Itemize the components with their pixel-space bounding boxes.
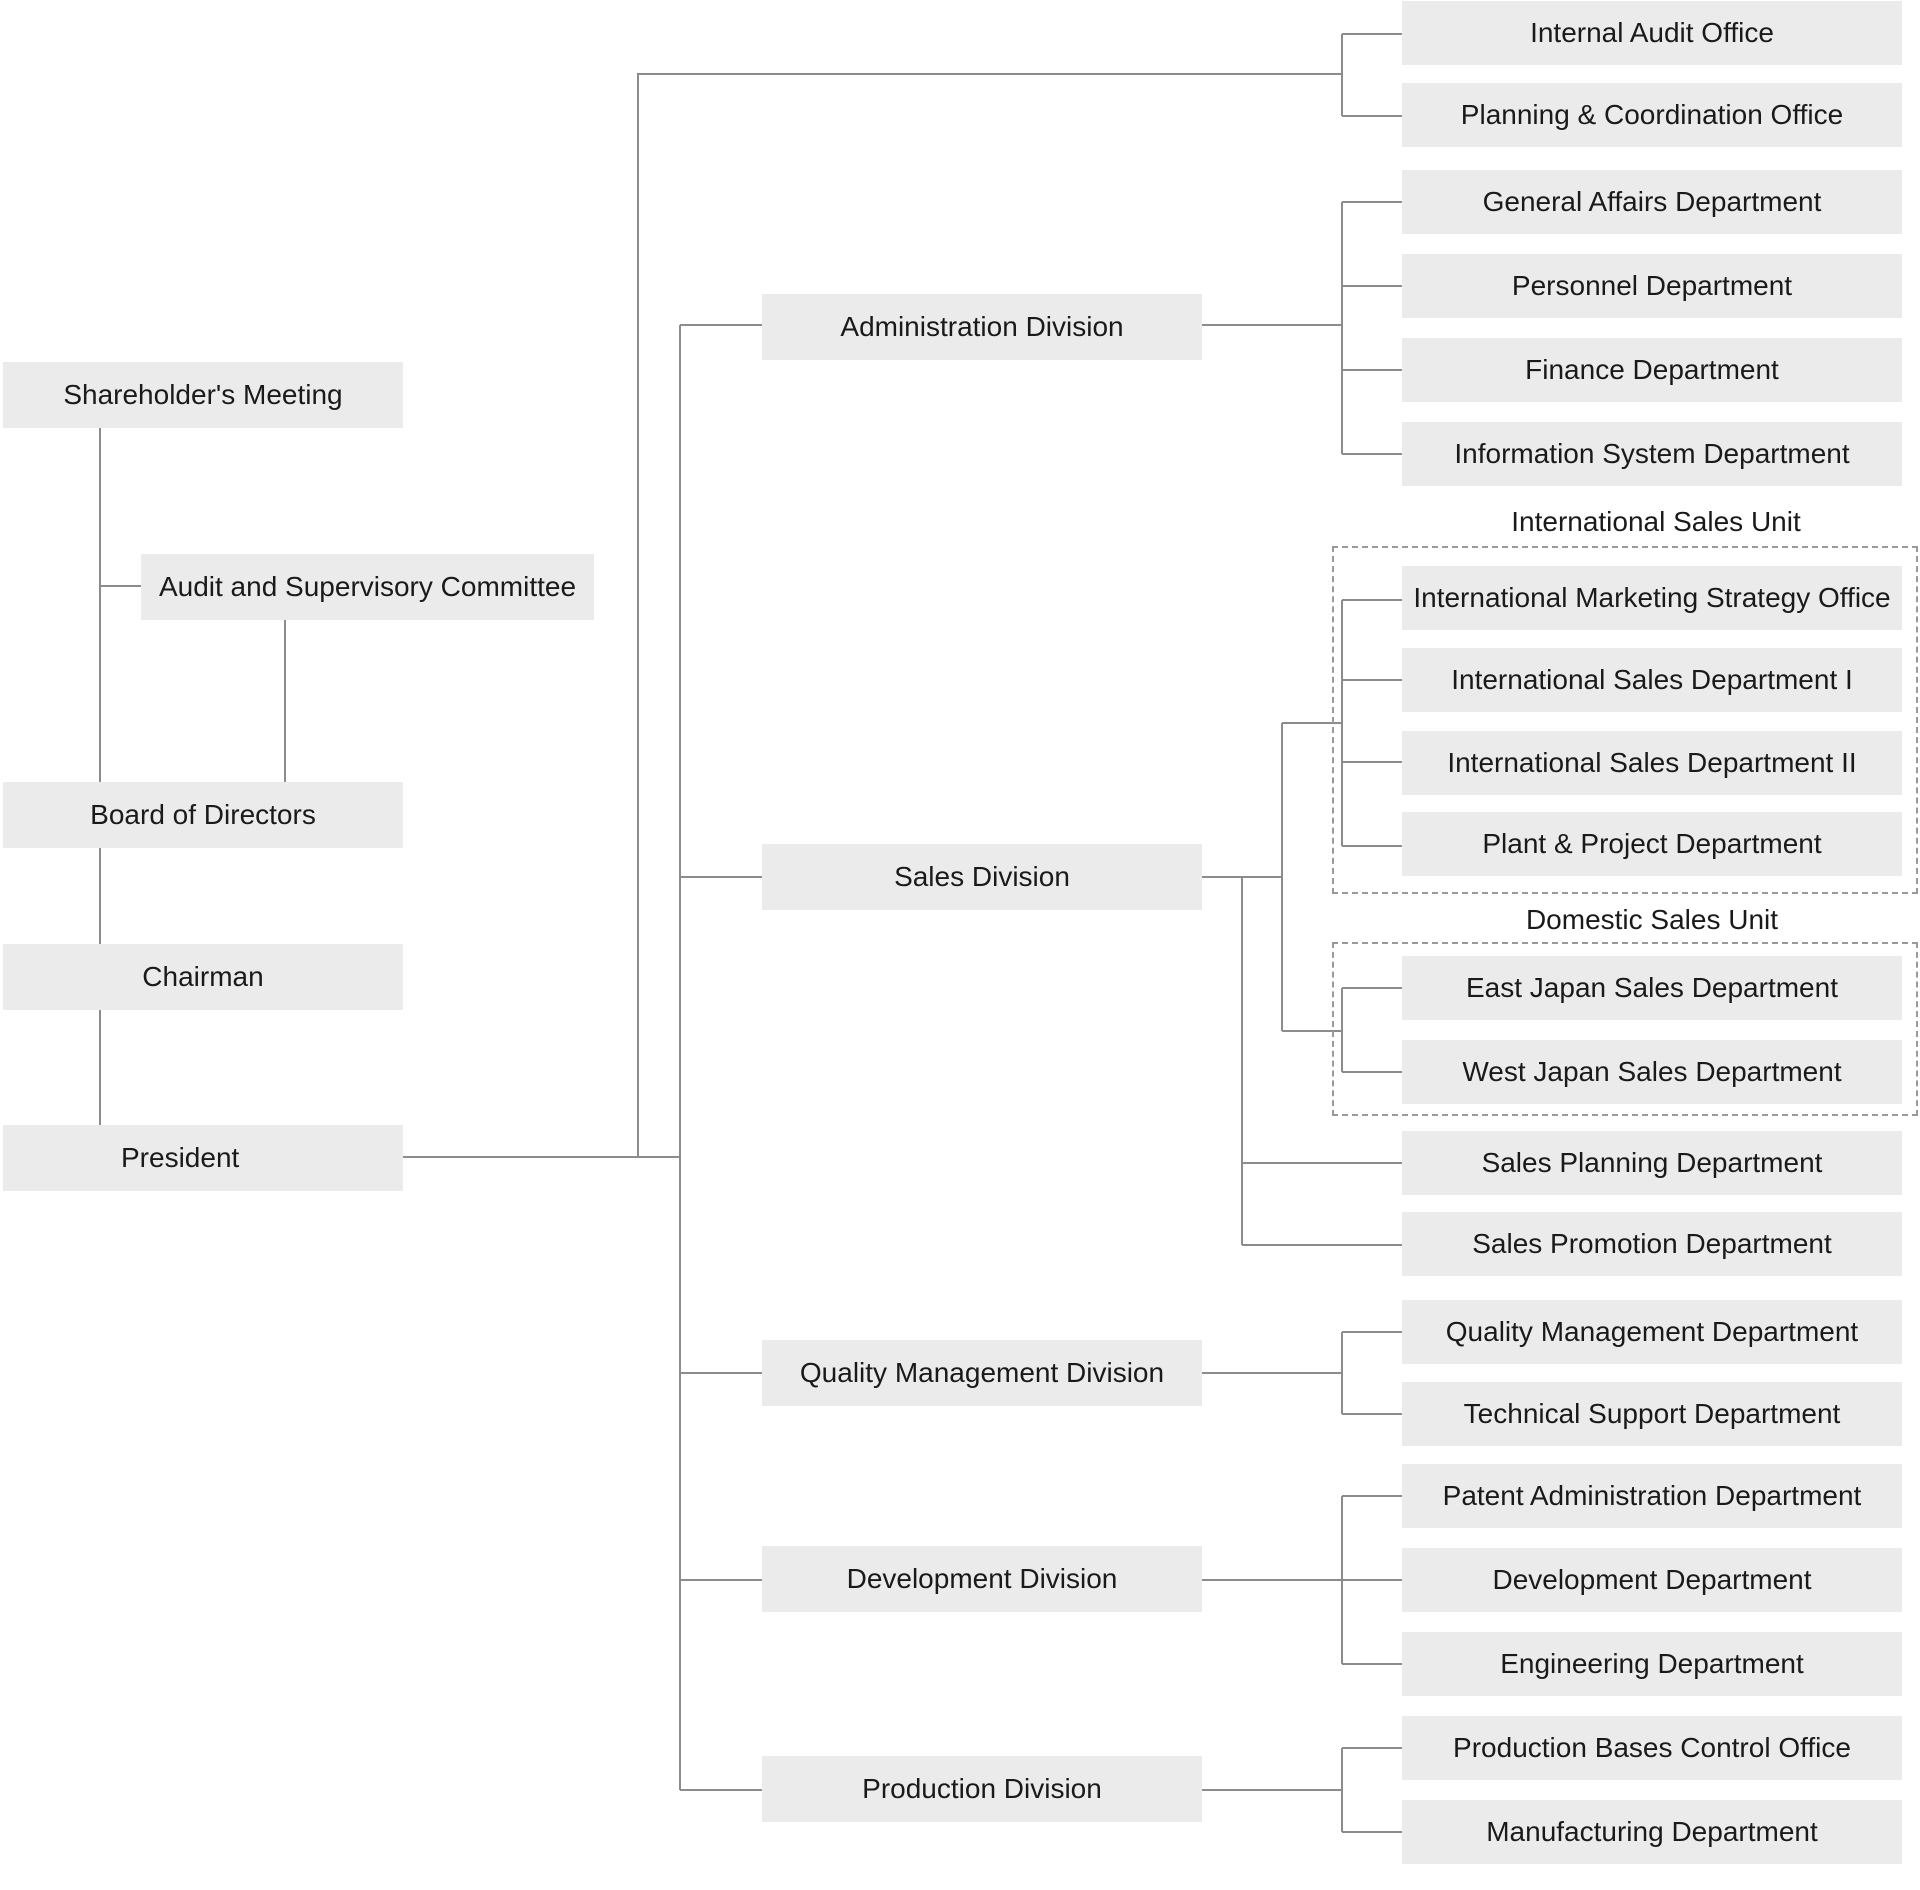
- board-of-directors-box: Board of Directors: [3, 782, 403, 848]
- sales-promotion-department-box: Sales Promotion Department: [1402, 1212, 1902, 1276]
- development-division-box: Development Division: [762, 1546, 1202, 1612]
- shareholders-meeting-box: Shareholder's Meeting: [3, 362, 403, 428]
- international-sales-unit-label: International Sales Unit: [1511, 506, 1801, 537]
- international-marketing-strategy-office-box: International Marketing Strategy Office: [1402, 566, 1902, 630]
- planning-coordination-office-box: Planning & Coordination Office: [1402, 83, 1902, 147]
- quality-management-division-box: Quality Management Division: [762, 1340, 1202, 1406]
- connector-offices-trunk: [637, 73, 1342, 1157]
- internal-audit-office-box: Internal Audit Office: [1402, 1, 1902, 65]
- plant-project-department-box: Plant & Project Department: [1402, 812, 1902, 876]
- international-sales-department-2-box: International Sales Department II: [1402, 731, 1902, 795]
- domestic-sales-unit-frame: [1332, 942, 1918, 1116]
- domestic-sales-unit-label: Domestic Sales Unit: [1525, 904, 1779, 935]
- engineering-department-box: Engineering Department: [1402, 1632, 1902, 1696]
- sales-division-box: Sales Division: [762, 844, 1202, 910]
- international-sales-unit-frame: [1332, 546, 1918, 894]
- production-bases-control-office-box: Production Bases Control Office: [1402, 1716, 1902, 1780]
- production-division-box: Production Division: [762, 1756, 1202, 1822]
- administration-division-box: Administration Division: [762, 294, 1202, 360]
- manufacturing-department-box: Manufacturing Department: [1402, 1800, 1902, 1864]
- chairman-box: Chairman: [3, 944, 403, 1010]
- general-affairs-department-box: General Affairs Department: [1402, 170, 1902, 234]
- quality-management-department-box: Quality Management Department: [1402, 1300, 1902, 1364]
- finance-department-box: Finance Department: [1402, 338, 1902, 402]
- audit-committee-box: Audit and Supervisory Committee: [141, 554, 594, 620]
- international-sales-department-1-box: International Sales Department I: [1402, 648, 1902, 712]
- west-japan-sales-department-box: West Japan Sales Department: [1402, 1040, 1902, 1104]
- technical-support-department-box: Technical Support Department: [1402, 1382, 1902, 1446]
- development-department-box: Development Department: [1402, 1548, 1902, 1612]
- information-system-department-box: Information System Department: [1402, 422, 1902, 486]
- personnel-department-box: Personnel Department: [1402, 254, 1902, 318]
- east-japan-sales-department-box: East Japan Sales Department: [1402, 956, 1902, 1020]
- patent-administration-department-box: Patent Administration Department: [1402, 1464, 1902, 1528]
- president-box: President: [3, 1125, 403, 1191]
- sales-planning-department-box: Sales Planning Department: [1402, 1131, 1902, 1195]
